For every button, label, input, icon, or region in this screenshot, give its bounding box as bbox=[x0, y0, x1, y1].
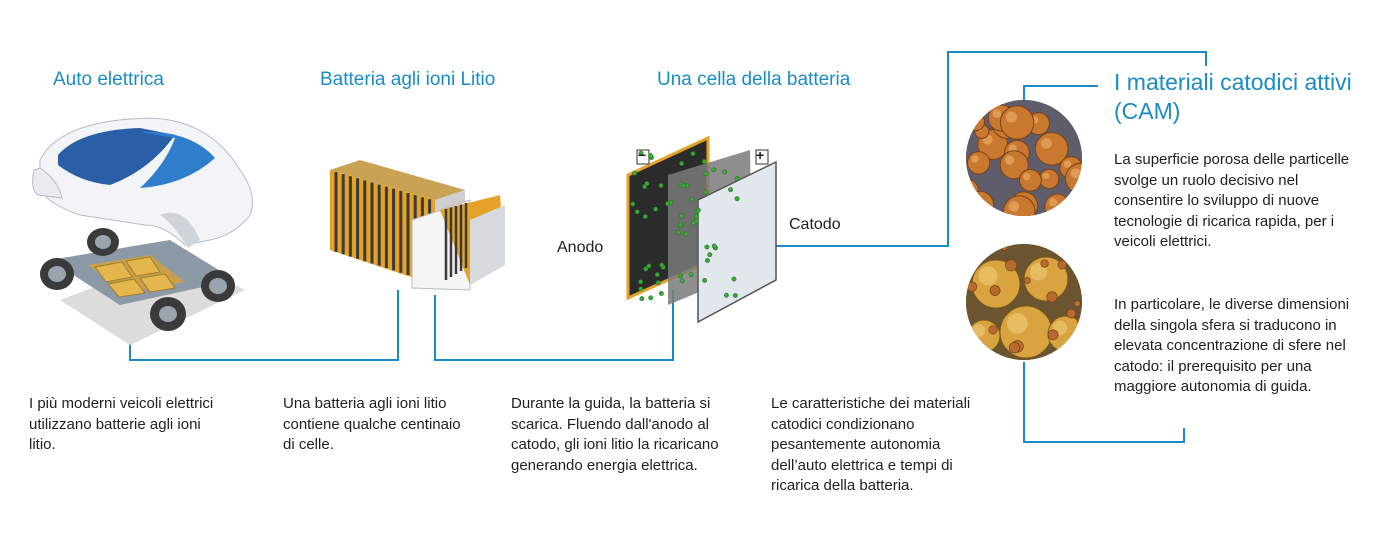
cathode-label: Catodo bbox=[789, 216, 841, 233]
connector-cam-circles bbox=[1023, 85, 1098, 102]
title-li-ion-battery: Batteria agli ioni Litio bbox=[320, 69, 496, 90]
cam-title: I materiali catodici attivi (CAM) bbox=[1114, 69, 1352, 124]
text-cathode-materials: Le caratteristiche dei materiali catodic… bbox=[771, 395, 971, 495]
text-li-ion-battery: Una batteria agli ioni litio contiene qu… bbox=[283, 395, 461, 454]
battery-cell-illustration bbox=[626, 135, 777, 324]
cam-paragraph-2: In particolare, le diverse dimensioni de… bbox=[1114, 296, 1350, 396]
text-electric-car: I più moderni veicoli elettrici utilizza… bbox=[29, 395, 214, 454]
plus-sign-icon: + bbox=[756, 147, 765, 163]
battery-pack-illustration bbox=[330, 160, 505, 291]
text-battery-cell: Durante la guida, la batteria si scarica… bbox=[511, 395, 719, 474]
minus-sign-icon: − bbox=[638, 147, 647, 163]
connector-cam-bottom bbox=[1023, 362, 1185, 443]
connector-cell-cathode bbox=[768, 51, 1207, 247]
connector-battery-cell bbox=[434, 290, 674, 361]
porous-particles-image bbox=[966, 100, 1082, 216]
cam-paragraph-1: La superficie porosa delle particelle sv… bbox=[1114, 151, 1350, 251]
anode-label: Anodo bbox=[557, 239, 604, 256]
title-electric-car: Auto elettrica bbox=[53, 69, 164, 90]
sphere-particles-image bbox=[966, 244, 1082, 360]
electric-car-illustration bbox=[32, 117, 253, 345]
title-battery-cell: Una cella della batteria bbox=[657, 69, 851, 90]
